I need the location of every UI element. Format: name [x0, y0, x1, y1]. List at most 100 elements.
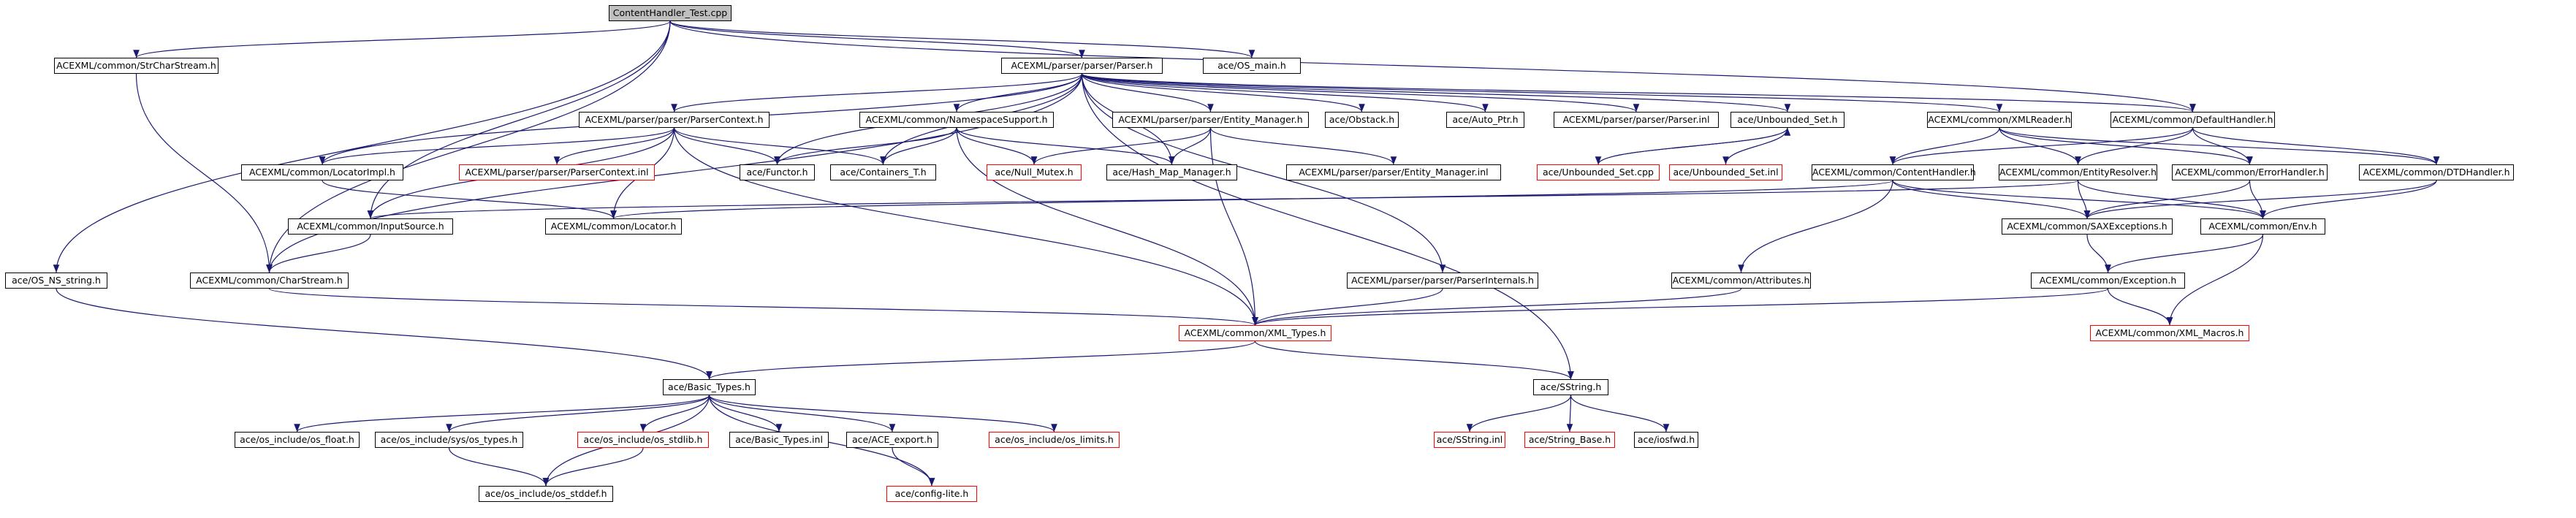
node-label: ACEXML/common/LocatorImpl.h — [249, 167, 395, 178]
node-label: ace/ACE_export.h — [851, 434, 933, 445]
node-strcharstream[interactable]: ACEXML/common/StrCharStream.h — [54, 58, 219, 74]
node-xmlmacros[interactable]: ACEXML/common/XML_Macros.h — [2090, 325, 2249, 341]
node-nullmutex[interactable]: ace/Null_Mutex.h — [987, 164, 1082, 180]
node-charstream[interactable]: ACEXML/common/CharStream.h — [190, 273, 349, 289]
node-label: ACEXML/common/XMLReader.h — [1928, 114, 2071, 125]
node-unboundedsetcpp[interactable]: ace/Unbounded_Set.cpp — [1537, 164, 1660, 180]
node-label: ACEXML/common/Env.h — [2208, 221, 2317, 232]
node-parserinl[interactable]: ACEXML/parser/parser/Parser.inl — [1554, 112, 1719, 128]
node-errorhandler[interactable]: ACEXML/common/ErrorHandler.h — [2172, 164, 2328, 180]
edge-charstream-to-xmltypes — [268, 288, 1258, 326]
edge-inputsource-to-charstream — [266, 234, 371, 273]
node-label: ACEXML/common/DTDHandler.h — [2363, 167, 2510, 178]
node-unboundedset[interactable]: ace/Unbounded_Set.h — [1730, 112, 1844, 128]
node-root: ContentHandler_Test.cpp — [609, 5, 732, 21]
node-parsercontext[interactable]: ACEXML/parser/parser/ParserContext.h — [579, 112, 770, 128]
node-entityresolver[interactable]: ACEXML/common/EntityResolver.h — [1999, 164, 2157, 180]
edge-env-to-xmlmacros — [2166, 234, 2264, 326]
edge-entityresolver-to-inputsource — [368, 180, 2079, 219]
node-label: ACEXML/common/StrCharStream.h — [56, 60, 216, 71]
node-label: ACEXML/parser/parser/Entity_Manager.inl — [1299, 167, 1489, 178]
edge-basictypes-to-aceexport — [708, 395, 896, 433]
node-label: ACEXML/common/XML_Macros.h — [2095, 327, 2244, 338]
node-contenthandler[interactable]: ACEXML/common/ContentHandler.h — [1812, 164, 1976, 180]
edge-xmlreader-to-dtdhandler — [1999, 127, 2440, 165]
node-xmltypes[interactable]: ACEXML/common/XML_Types.h — [1179, 325, 1331, 341]
edge-parserinternals-to-xmltypes — [1252, 288, 1443, 326]
edge-osstdlib-to-osstddef — [542, 447, 644, 487]
node-basictypesinl[interactable]: ace/Basic_Types.inl — [729, 432, 829, 448]
node-sstring[interactable]: ace/SString.h — [1533, 379, 1608, 395]
edge-contenthandler-to-saxexceptions — [1892, 180, 2091, 219]
edge-entitymgr-to-entitymgrinl — [1209, 127, 1397, 165]
node-label: ACEXML/common/DefaultHandler.h — [2112, 114, 2273, 125]
node-label: ace/Unbounded_Set.h — [1737, 114, 1838, 125]
node-label: ACEXML/common/Locator.h — [550, 221, 677, 232]
node-sstringinl[interactable]: ace/SString.inl — [1434, 432, 1505, 448]
node-entitymgr[interactable]: ACEXML/parser/parser/Entity_Manager.h — [1112, 112, 1309, 128]
edge-defaulthandler-to-dtdhandler — [2192, 127, 2440, 165]
node-defaulthandler[interactable]: ACEXML/common/DefaultHandler.h — [2110, 112, 2275, 128]
node-osstddef[interactable]: ace/os_include/os_stddef.h — [479, 486, 613, 502]
node-unboundedsetinl[interactable]: ace/Unbounded_Set.inl — [1669, 164, 1782, 180]
node-inputsource[interactable]: ACEXML/common/InputSource.h — [288, 218, 453, 235]
node-nssupport[interactable]: ACEXML/common/NamespaceSupport.h — [859, 112, 1054, 128]
edge-locatorimpl-to-locator — [322, 180, 617, 219]
edge-exception-to-xmlmacros — [2107, 288, 2173, 326]
node-stringbase[interactable]: ace/String_Base.h — [1524, 432, 1615, 448]
node-osnsstring[interactable]: ace/OS_NS_string.h — [5, 273, 107, 289]
node-parser[interactable]: ACEXML/parser/parser/Parser.h — [1001, 58, 1163, 74]
node-parsercontextinl[interactable]: ACEXML/parser/parser/ParserContext.inl — [459, 164, 655, 180]
node-iosfwd[interactable]: ace/iosfwd.h — [1634, 432, 1698, 448]
node-containers[interactable]: ace/Containers_T.h — [830, 164, 936, 180]
node-saxexceptions[interactable]: ACEXML/common/SAXExceptions.h — [2002, 218, 2173, 235]
node-label: ace/Null_Mutex.h — [995, 167, 1074, 178]
node-autoptr[interactable]: ace/Auto_Ptr.h — [1446, 112, 1524, 128]
node-label: ACEXML/common/CharStream.h — [196, 275, 343, 286]
node-aceexport[interactable]: ace/ACE_export.h — [846, 432, 938, 448]
edge-unboundedsetcpp-to-unboundedset — [1597, 127, 1791, 165]
node-entitymgrinl[interactable]: ACEXML/parser/parser/Entity_Manager.inl — [1286, 164, 1501, 180]
node-osmain[interactable]: ace/OS_main.h — [1203, 58, 1301, 74]
node-label: ACEXML/common/InputSource.h — [297, 221, 444, 232]
node-locatorimpl[interactable]: ACEXML/common/LocatorImpl.h — [241, 164, 403, 180]
edge-nssupport-to-hashmap — [956, 127, 1175, 165]
edge-xmltypes-to-basictypes — [706, 340, 1256, 380]
node-hashmap[interactable]: ace/Hash_Map_Manager.h — [1106, 164, 1237, 180]
node-attributes[interactable]: ACEXML/common/Attributes.h — [1671, 273, 1811, 289]
edge-contenthandler-to-attributes — [1738, 180, 1893, 273]
edge-exception-to-xmltypes — [1252, 288, 2109, 326]
node-locator[interactable]: ACEXML/common/Locator.h — [545, 218, 682, 235]
node-obstack[interactable]: ace/Obstack.h — [1325, 112, 1399, 128]
node-osstdlib[interactable]: ace/os_include/os_stdlib.h — [577, 432, 709, 448]
node-label: ace/Obstack.h — [1329, 114, 1395, 125]
node-parserinternals[interactable]: ACEXML/parser/parser/ParserInternals.h — [1347, 273, 1538, 289]
node-basictypes[interactable]: ace/Basic_Types.h — [663, 379, 756, 395]
edge-errorhandler-to-saxexceptions — [2083, 180, 2251, 219]
edge-defaulthandler-to-entityresolver — [2075, 127, 2194, 165]
edge-ostypes-to-osstddef — [448, 447, 550, 487]
node-label: ace/Containers_T.h — [840, 167, 927, 178]
node-label: ACEXML/common/ErrorHandler.h — [2175, 167, 2325, 178]
node-oslimits[interactable]: ace/os_include/os_limits.h — [989, 432, 1120, 448]
edge-parsercontext-to-functor — [673, 127, 780, 165]
node-label: ace/SString.h — [1540, 381, 1602, 392]
node-exception[interactable]: ACEXML/common/Exception.h — [2031, 273, 2185, 289]
node-label: ace/OS_NS_string.h — [12, 275, 101, 286]
node-configlite[interactable]: ace/config-lite.h — [886, 486, 977, 502]
node-label: ACEXML/parser/parser/Parser.inl — [1562, 114, 1710, 125]
edge-dtdhandler-to-env — [2260, 180, 2437, 219]
edge-parsercontext-to-xmltypes — [673, 127, 1258, 326]
node-osfloat[interactable]: ace/os_include/os_float.h — [235, 432, 360, 448]
edge-env-to-exception — [2105, 234, 2264, 273]
node-ostypes[interactable]: ace/os_include/sys/os_types.h — [375, 432, 523, 448]
node-label: ACEXML/common/Exception.h — [2039, 275, 2177, 286]
edge-nssupport-to-xmltypes — [956, 127, 1258, 326]
node-functor[interactable]: ace/Functor.h — [740, 164, 815, 180]
node-label: ace/os_include/os_stddef.h — [485, 488, 607, 499]
node-xmlreader[interactable]: ACEXML/common/XMLReader.h — [1927, 112, 2072, 128]
node-label: ContentHandler_Test.cpp — [612, 7, 728, 18]
node-label: ace/Hash_Map_Manager.h — [1112, 167, 1231, 178]
node-env[interactable]: ACEXML/common/Env.h — [2200, 218, 2325, 235]
node-dtdhandler[interactable]: ACEXML/common/DTDHandler.h — [2359, 164, 2514, 180]
